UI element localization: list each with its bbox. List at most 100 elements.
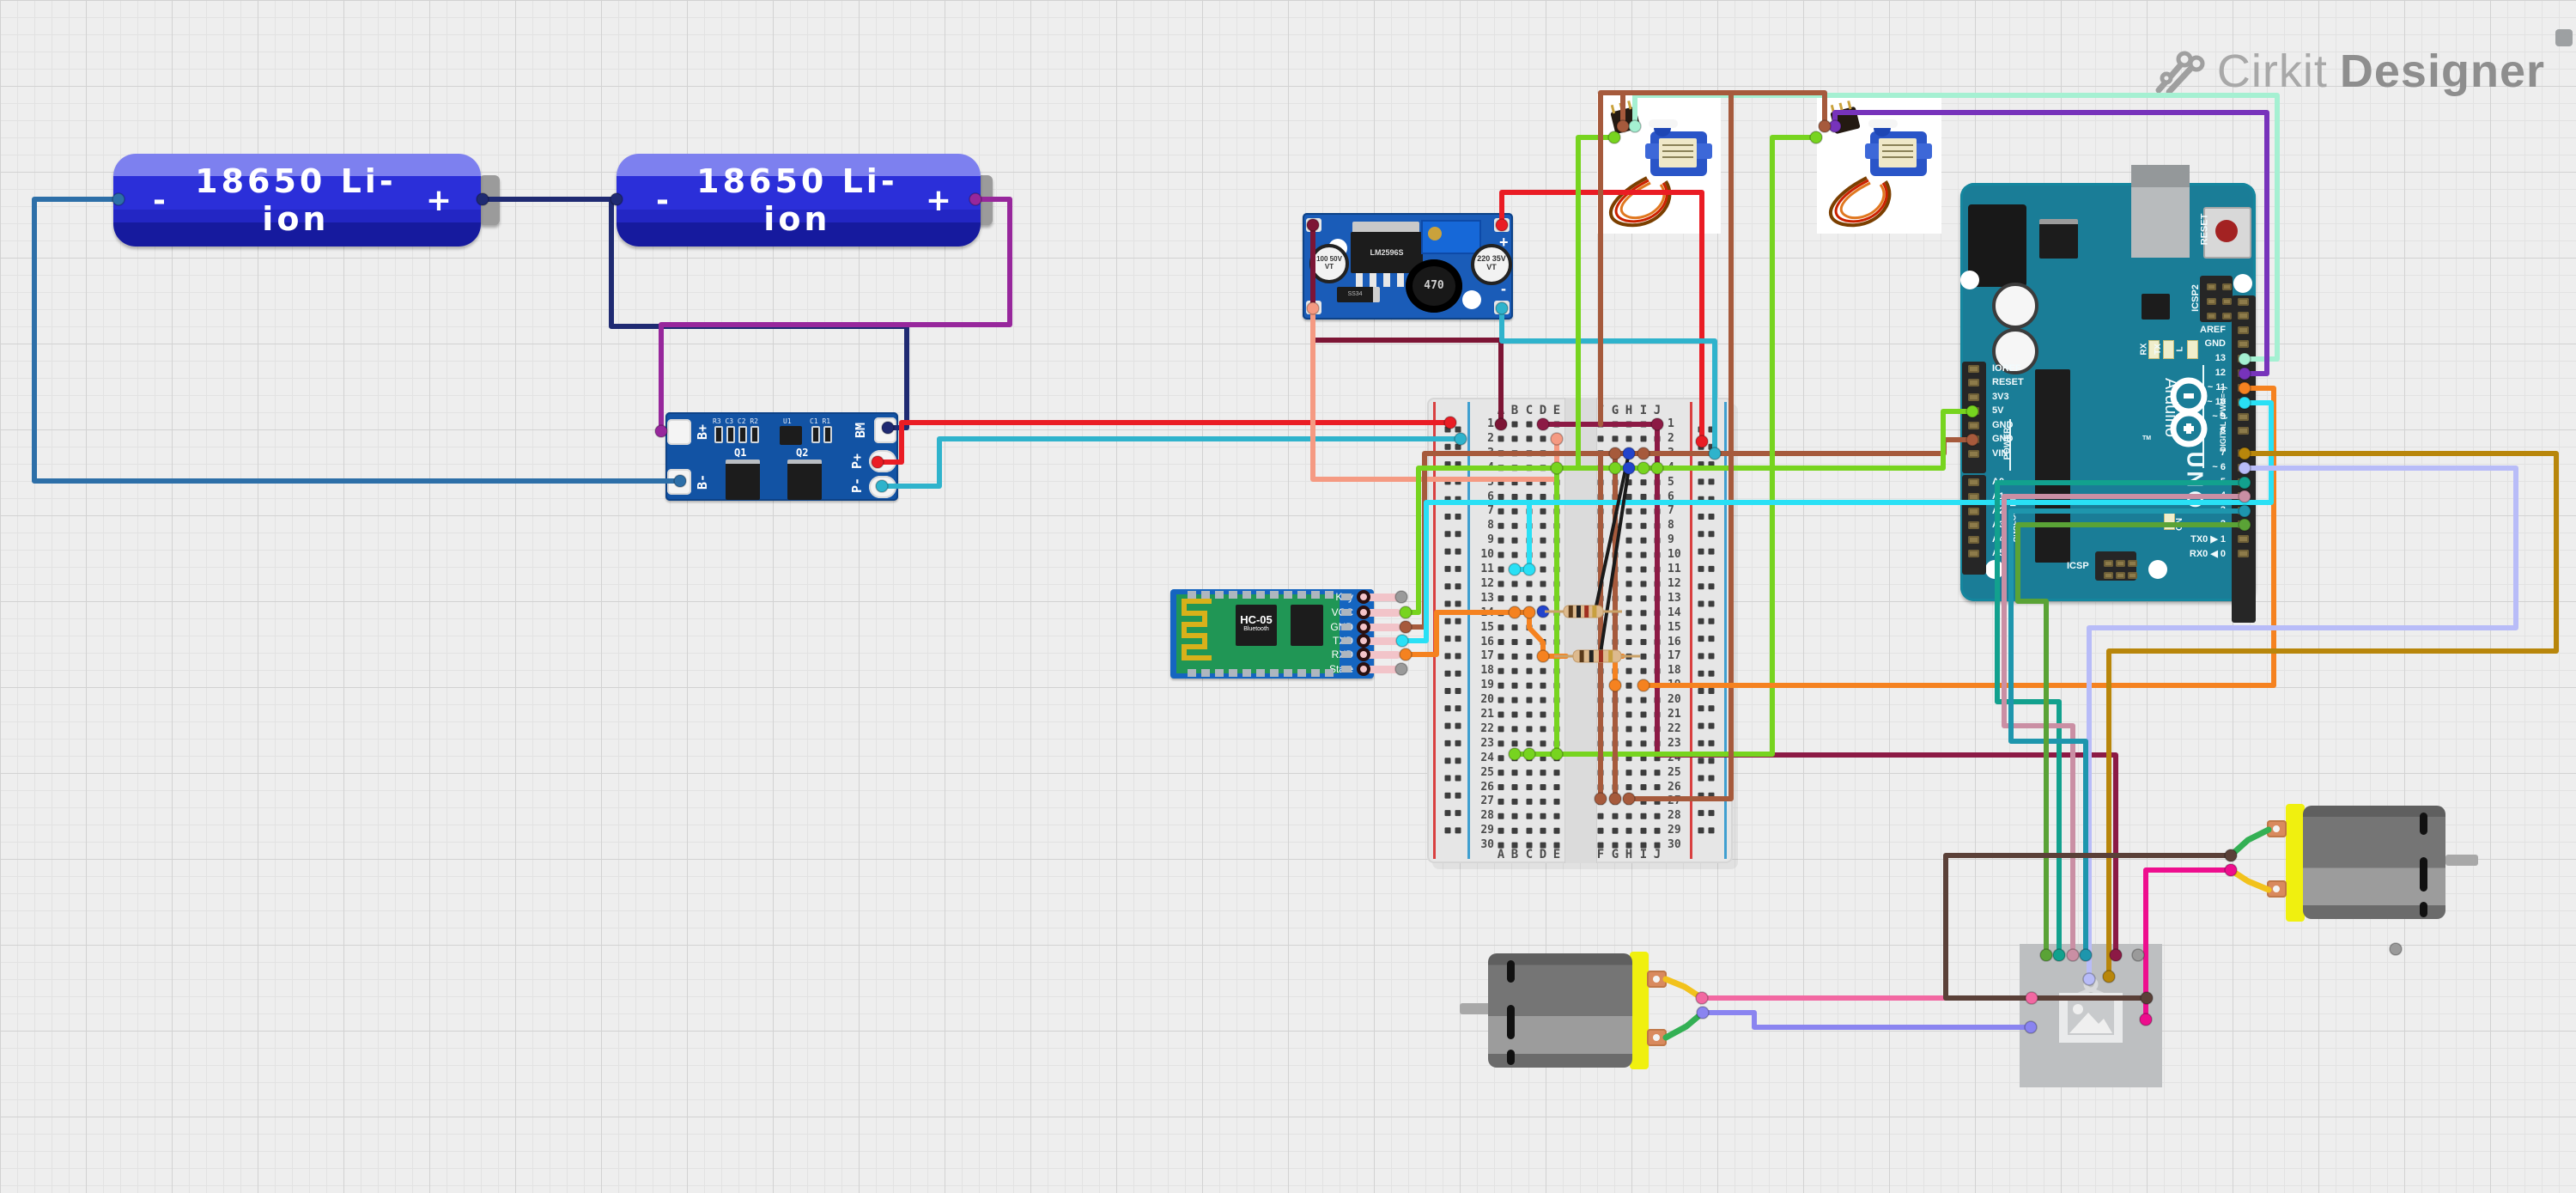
breadboard-hole[interactable]	[1526, 842, 1533, 849]
breadboard-rail-hole[interactable]	[1444, 688, 1451, 694]
breadboard-hole[interactable]	[1625, 639, 1632, 645]
breadboard-hole[interactable]	[1498, 537, 1504, 544]
breadboard-hole[interactable]	[1498, 842, 1504, 849]
wire-motorR-A-endpoint[interactable]	[2224, 849, 2238, 862]
wire-battery-series-endpoint[interactable]	[476, 192, 489, 206]
breadboard-hole[interactable]	[1540, 784, 1546, 790]
breadboard-hole[interactable]	[1540, 435, 1546, 442]
breadboard-hole[interactable]	[1625, 697, 1632, 703]
breadboard-rail-hole[interactable]	[1444, 792, 1451, 799]
arduino-pin-hole[interactable]	[2238, 312, 2249, 320]
servo2-photo[interactable]	[1817, 94, 1941, 234]
wire-battery-mid-to-bm-endpoint[interactable]	[881, 421, 895, 435]
wire-motorR-B-endpoint[interactable]	[2224, 863, 2238, 877]
lead-motorL-top[interactable]	[1662, 976, 1705, 1001]
bms-pad-bplus[interactable]	[667, 419, 691, 445]
breadboard-hole[interactable]	[1640, 508, 1647, 514]
breadboard-rail-hole[interactable]	[1708, 775, 1715, 782]
breadboard-hole[interactable]	[1511, 813, 1518, 819]
breadboard-rail-hole[interactable]	[1444, 705, 1451, 712]
hc05-key-stub[interactable]	[1394, 590, 1408, 604]
breadboard-rail-hole[interactable]	[1455, 688, 1461, 694]
arduino-icsp-pin[interactable]	[2104, 560, 2113, 567]
wire-5v-main-endpoint[interactable]	[1399, 606, 1413, 619]
breadboard-rail-hole[interactable]	[1455, 775, 1461, 782]
arduino-pin-hole[interactable]	[1968, 550, 1979, 557]
wire-servo1-brown-stub-endpoint[interactable]	[1616, 119, 1630, 133]
breadboard-hole[interactable]	[1625, 784, 1632, 790]
wire-servo1-to-pin13-endpoint[interactable]	[2238, 352, 2251, 366]
breadboard-rail-hole[interactable]	[1444, 758, 1451, 764]
wire-servo-power-bus[interactable]	[1598, 90, 1827, 427]
arduino-pin-hole[interactable]	[2238, 326, 2249, 334]
breadboard-hole[interactable]	[1511, 639, 1518, 645]
wire-orange-g17-g19-endpoint[interactable]	[1608, 679, 1622, 692]
breadboard-rail-hole[interactable]	[1444, 443, 1451, 450]
breadboard-rail-hole[interactable]	[1444, 514, 1451, 520]
wire-rxd-orange-endpoint[interactable]	[1508, 606, 1522, 619]
wire-orange-squiggle-endpoint[interactable]	[1522, 606, 1536, 619]
breadboard-hole[interactable]	[1640, 667, 1647, 674]
breadboard-hole[interactable]	[1498, 784, 1504, 790]
breadboard-hole[interactable]	[1498, 595, 1504, 602]
breadboard-hole[interactable]	[1540, 624, 1546, 631]
arduino-pin-hole[interactable]	[2238, 427, 2249, 435]
breadboard-hole[interactable]	[1640, 537, 1647, 544]
breadboard-rail-hole[interactable]	[1698, 531, 1704, 538]
wire-pin2-green-endpoint[interactable]	[2039, 948, 2053, 962]
breadboard-hole[interactable]	[1511, 726, 1518, 733]
resistor-1[interactable]	[1545, 605, 1622, 618]
breadboard-hole[interactable]	[1640, 624, 1647, 631]
wire-servo2-to-pin12[interactable]	[1832, 110, 2269, 376]
breadboard-rail-hole[interactable]	[1455, 514, 1461, 520]
wire-buck-out-minus-endpoint[interactable]	[1708, 447, 1722, 460]
breadboard-hole[interactable]	[1498, 639, 1504, 645]
breadboard-hole[interactable]	[1526, 667, 1533, 674]
breadboard-hole[interactable]	[1640, 581, 1647, 587]
breadboard-hole[interactable]	[1640, 653, 1647, 660]
breadboard-rail-hole[interactable]	[1698, 514, 1704, 520]
wire-batt2-pos-to-bplus[interactable]	[659, 197, 1012, 434]
breadboard-hole[interactable]	[1553, 827, 1560, 834]
wire-txd-cyan-endpoint[interactable]	[1395, 634, 1409, 648]
wire-batt2-pos-to-bplus-endpoint[interactable]	[969, 192, 982, 206]
motorL-terminal1[interactable]	[1647, 971, 1667, 988]
wire-servo1-to-pin13-endpoint[interactable]	[1628, 119, 1642, 133]
wire-servo2-to-pin12-endpoint[interactable]	[2238, 367, 2251, 380]
breadboard-rail-hole[interactable]	[1708, 514, 1715, 520]
breadboard-hole[interactable]	[1625, 566, 1632, 573]
wire-pin7-gold[interactable]	[2106, 451, 2559, 979]
arduino-icsp-pin[interactable]	[2128, 572, 2137, 579]
arduino-uno[interactable]: RESET ICSP2 RX TX L Arduino UNO TM POWER…	[1960, 165, 2256, 623]
arduino-pin-hole[interactable]	[1968, 493, 1979, 501]
breadboard-hole[interactable]	[1540, 770, 1546, 776]
breadboard-rail-hole[interactable]	[1455, 827, 1461, 834]
breadboard-rail-hole[interactable]	[1444, 531, 1451, 538]
lead-motorR-top[interactable]	[2227, 826, 2272, 859]
breadboard-hole[interactable]	[1526, 726, 1533, 733]
breadboard-rail-hole[interactable]	[1444, 722, 1451, 729]
wire-battery-mid-to-bm[interactable]	[609, 197, 909, 430]
breadboard-rail-hole[interactable]	[1698, 740, 1704, 746]
breadboard-hole[interactable]	[1625, 522, 1632, 529]
breadboard-rail-hole[interactable]	[1708, 758, 1715, 764]
breadboard-rail-hole[interactable]	[1698, 775, 1704, 782]
breadboard-hole[interactable]	[1526, 435, 1533, 442]
breadboard-hole[interactable]	[1498, 827, 1504, 834]
motorR-terminal1[interactable]	[2267, 820, 2287, 837]
breadboard-rail-hole[interactable]	[1455, 565, 1461, 572]
breadboard-rail-hole[interactable]	[1708, 810, 1715, 817]
breadboard-rail-hole[interactable]	[1708, 618, 1715, 624]
breadboard-rail-hole[interactable]	[1708, 531, 1715, 538]
breadboard-rail-hole[interactable]	[1708, 583, 1715, 590]
wire-row1-jumper-endpoint[interactable]	[1650, 417, 1664, 431]
breadboard-hole[interactable]	[1498, 726, 1504, 733]
resistor-2[interactable]	[1554, 649, 1640, 663]
breadboard-rail-hole[interactable]	[1698, 548, 1704, 555]
wire-pminus-to-rail-endpoint[interactable]	[875, 479, 889, 493]
hc05-pin-lead[interactable]	[1358, 637, 1401, 645]
breadboard-hole[interactable]	[1511, 827, 1518, 834]
breadboard-rail-hole[interactable]	[1455, 583, 1461, 590]
breadboard-hole[interactable]	[1511, 595, 1518, 602]
wire-orange-to-pin11[interactable]	[1641, 386, 2276, 688]
